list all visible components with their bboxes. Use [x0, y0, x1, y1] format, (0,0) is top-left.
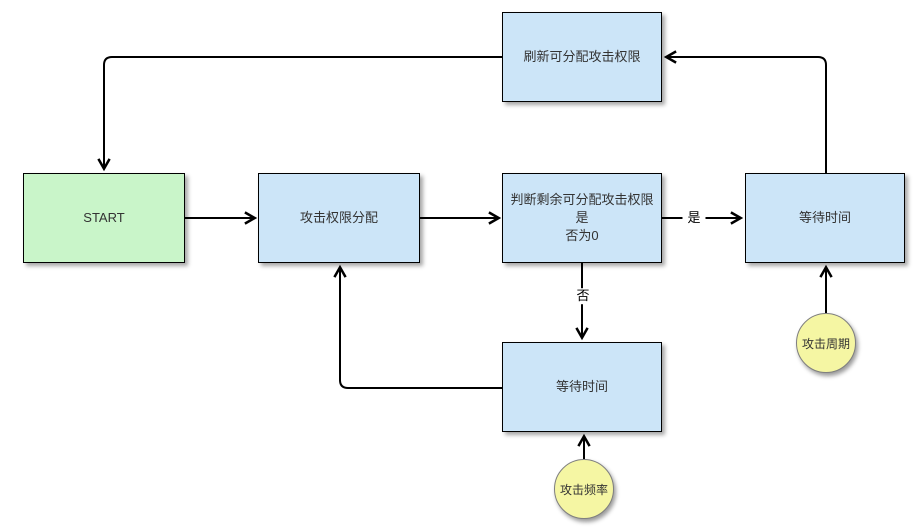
- wait-time-right-node[interactable]: 等待时间: [745, 173, 905, 263]
- edge-wait-bottom-to-allocate: [333, 264, 502, 389]
- edge-label-yes: 是: [682, 210, 706, 226]
- edge-label-no: 否: [571, 288, 595, 304]
- decision-remaining-permissions-node[interactable]: 判断剩余可分配攻击权限是 否为0: [502, 173, 662, 263]
- start-node[interactable]: START: [23, 173, 185, 263]
- edge-wait-right-to-refresh: [663, 50, 827, 173]
- wait-time-bottom-node[interactable]: 等待时间: [502, 342, 662, 432]
- refresh-permissions-node[interactable]: 刷新可分配攻击权限: [502, 12, 662, 102]
- attack-frequency-event[interactable]: 攻击频率: [554, 459, 614, 519]
- allocate-permissions-node[interactable]: 攻击权限分配: [258, 173, 420, 263]
- edge-refresh-to-start: [97, 56, 502, 172]
- attack-cycle-event[interactable]: 攻击周期: [796, 313, 856, 373]
